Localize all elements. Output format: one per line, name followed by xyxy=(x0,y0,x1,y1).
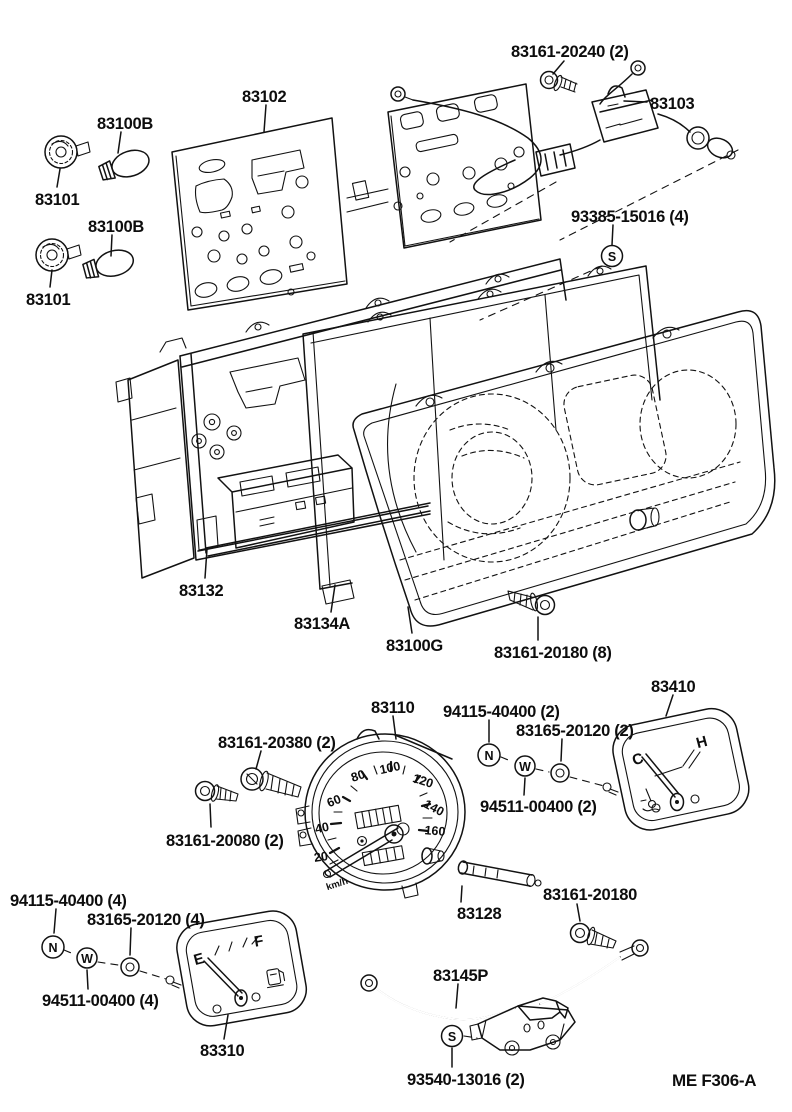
coolant-temp-icon xyxy=(640,788,660,812)
callout-94511-00400-4: 94511-00400 (4) xyxy=(42,992,159,1010)
screw-83161-20180-lower xyxy=(569,922,617,949)
callout-83101-upper: 83101 xyxy=(35,191,80,209)
speedo-number: 20 xyxy=(313,849,329,865)
screw-symbol-letter: S xyxy=(608,250,616,264)
shaft-83128 xyxy=(457,860,542,887)
callout-94511-00400-2: 94511-00400 (2) xyxy=(480,798,597,816)
callout-83100B-upper: 83100B xyxy=(97,115,153,133)
bulb-socket-lower xyxy=(35,238,82,272)
callout-83102: 83102 xyxy=(242,88,287,106)
speedo-number: 100 xyxy=(378,759,401,777)
figure-code: ME F306-A xyxy=(672,1071,756,1090)
callout-93385-15016: 93385-15016 (4) xyxy=(571,208,689,226)
callout-83101-lower: 83101 xyxy=(26,291,71,309)
nut-symbol-letter: N xyxy=(484,749,493,763)
screw-symbol-letter: S xyxy=(448,1030,456,1044)
callout-83100B-lower: 83100B xyxy=(88,218,144,236)
temp-hot-label: H xyxy=(694,733,709,752)
speedo-number: 160 xyxy=(424,823,446,839)
callout-83161-20080: 83161-20080 (2) xyxy=(166,832,284,850)
speedo-number: 120 xyxy=(411,771,435,791)
speedo-number: 140 xyxy=(422,797,447,819)
callout-93540-13016: 93540-13016 (2) xyxy=(407,1071,525,1089)
callout-83165-20120-4: 83165-20120 (4) xyxy=(87,911,205,929)
wire-harness-83103 xyxy=(390,60,739,243)
stud-icon xyxy=(165,975,182,989)
speedo-number: 60 xyxy=(325,792,343,810)
grommet-symbol xyxy=(550,763,570,783)
callout-83161-20180-8: 83161-20180 (8) xyxy=(494,644,612,662)
washer-symbol-letter: W xyxy=(519,760,531,774)
callout-83145P: 83145P xyxy=(433,967,488,985)
callout-94115-40400-2: 94115-40400 (2) xyxy=(443,703,560,721)
speedometer-83110: 20 40 60 80 100 120 140 160 km/h xyxy=(295,728,466,899)
bulb-socket-upper xyxy=(44,135,91,169)
meter-case-83132 xyxy=(115,258,567,579)
fastener-set-lower: N W xyxy=(41,935,182,989)
meter-glass-83100G xyxy=(352,309,776,627)
callouts: 83161-20240 (2) 83103 83102 83100B 83101… xyxy=(10,43,757,1090)
stud-icon xyxy=(602,782,619,796)
fuel-empty-label: E xyxy=(192,950,206,969)
wedge-bulb-lower xyxy=(82,249,135,279)
callout-83103: 83103 xyxy=(650,95,695,113)
screw-83161-20240 xyxy=(539,70,578,93)
odometer xyxy=(354,804,402,830)
trip-odometer xyxy=(361,845,405,867)
callout-83410: 83410 xyxy=(651,678,696,696)
temp-gauge-83410: C H xyxy=(612,707,750,831)
callout-83110: 83110 xyxy=(371,699,415,717)
leader-lines xyxy=(49,60,674,1068)
fuel-full-label: F xyxy=(253,932,265,950)
fuel-gauge-83310: E F xyxy=(176,910,308,1027)
callout-83310: 83310 xyxy=(200,1042,245,1060)
screw-83161-20180-8 xyxy=(507,590,556,616)
circuit-plate-83102 xyxy=(171,83,542,311)
speedo-number: 40 xyxy=(314,820,331,837)
fuel-pump-icon xyxy=(266,968,286,989)
meter-plate-83134A xyxy=(302,265,661,605)
wire-83145P: S xyxy=(360,939,649,1056)
speedo-unit: km/h xyxy=(325,876,350,893)
callout-83161-20240: 83161-20240 (2) xyxy=(511,43,629,61)
fastener-set-upper: N W xyxy=(477,743,619,796)
callout-83128: 83128 xyxy=(457,905,502,923)
speedo-number: 80 xyxy=(349,767,367,785)
callout-83165-20120-2: 83165-20120 (2) xyxy=(516,722,634,740)
screw-83161-20080 xyxy=(194,780,239,802)
screw-83161-20380 xyxy=(240,767,302,798)
callout-83161-20380: 83161-20380 (2) xyxy=(218,734,336,752)
washer-symbol-letter: W xyxy=(81,952,93,966)
nut-symbol-letter: N xyxy=(48,941,57,955)
callout-94115-40400-4: 94115-40400 (4) xyxy=(10,892,127,910)
callout-83134A: 83134A xyxy=(294,615,350,633)
screw-symbol-bottom: S xyxy=(440,1024,478,1048)
grommet-symbol xyxy=(120,957,140,977)
callout-83132: 83132 xyxy=(179,582,224,600)
callout-83161-20180: 83161-20180 xyxy=(543,886,637,904)
callout-83100G: 83100G xyxy=(386,637,443,655)
temp-cold-label: C xyxy=(630,750,646,770)
wedge-bulb-upper xyxy=(98,149,150,181)
